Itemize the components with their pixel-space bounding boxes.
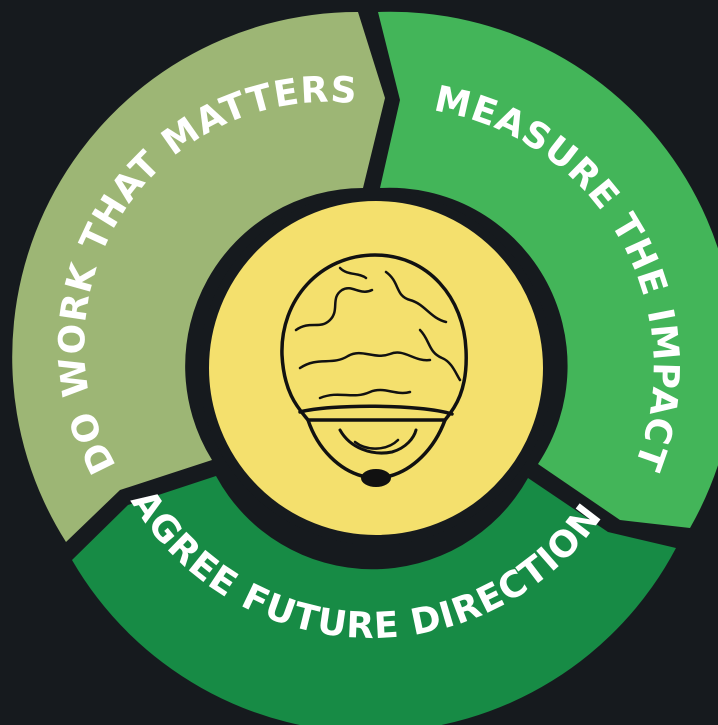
segment-agree [72,476,676,725]
globe-lightbulb-icon [280,253,468,487]
segment-measure [378,11,718,528]
segment-do-work [12,11,386,543]
center-circle [199,191,553,545]
